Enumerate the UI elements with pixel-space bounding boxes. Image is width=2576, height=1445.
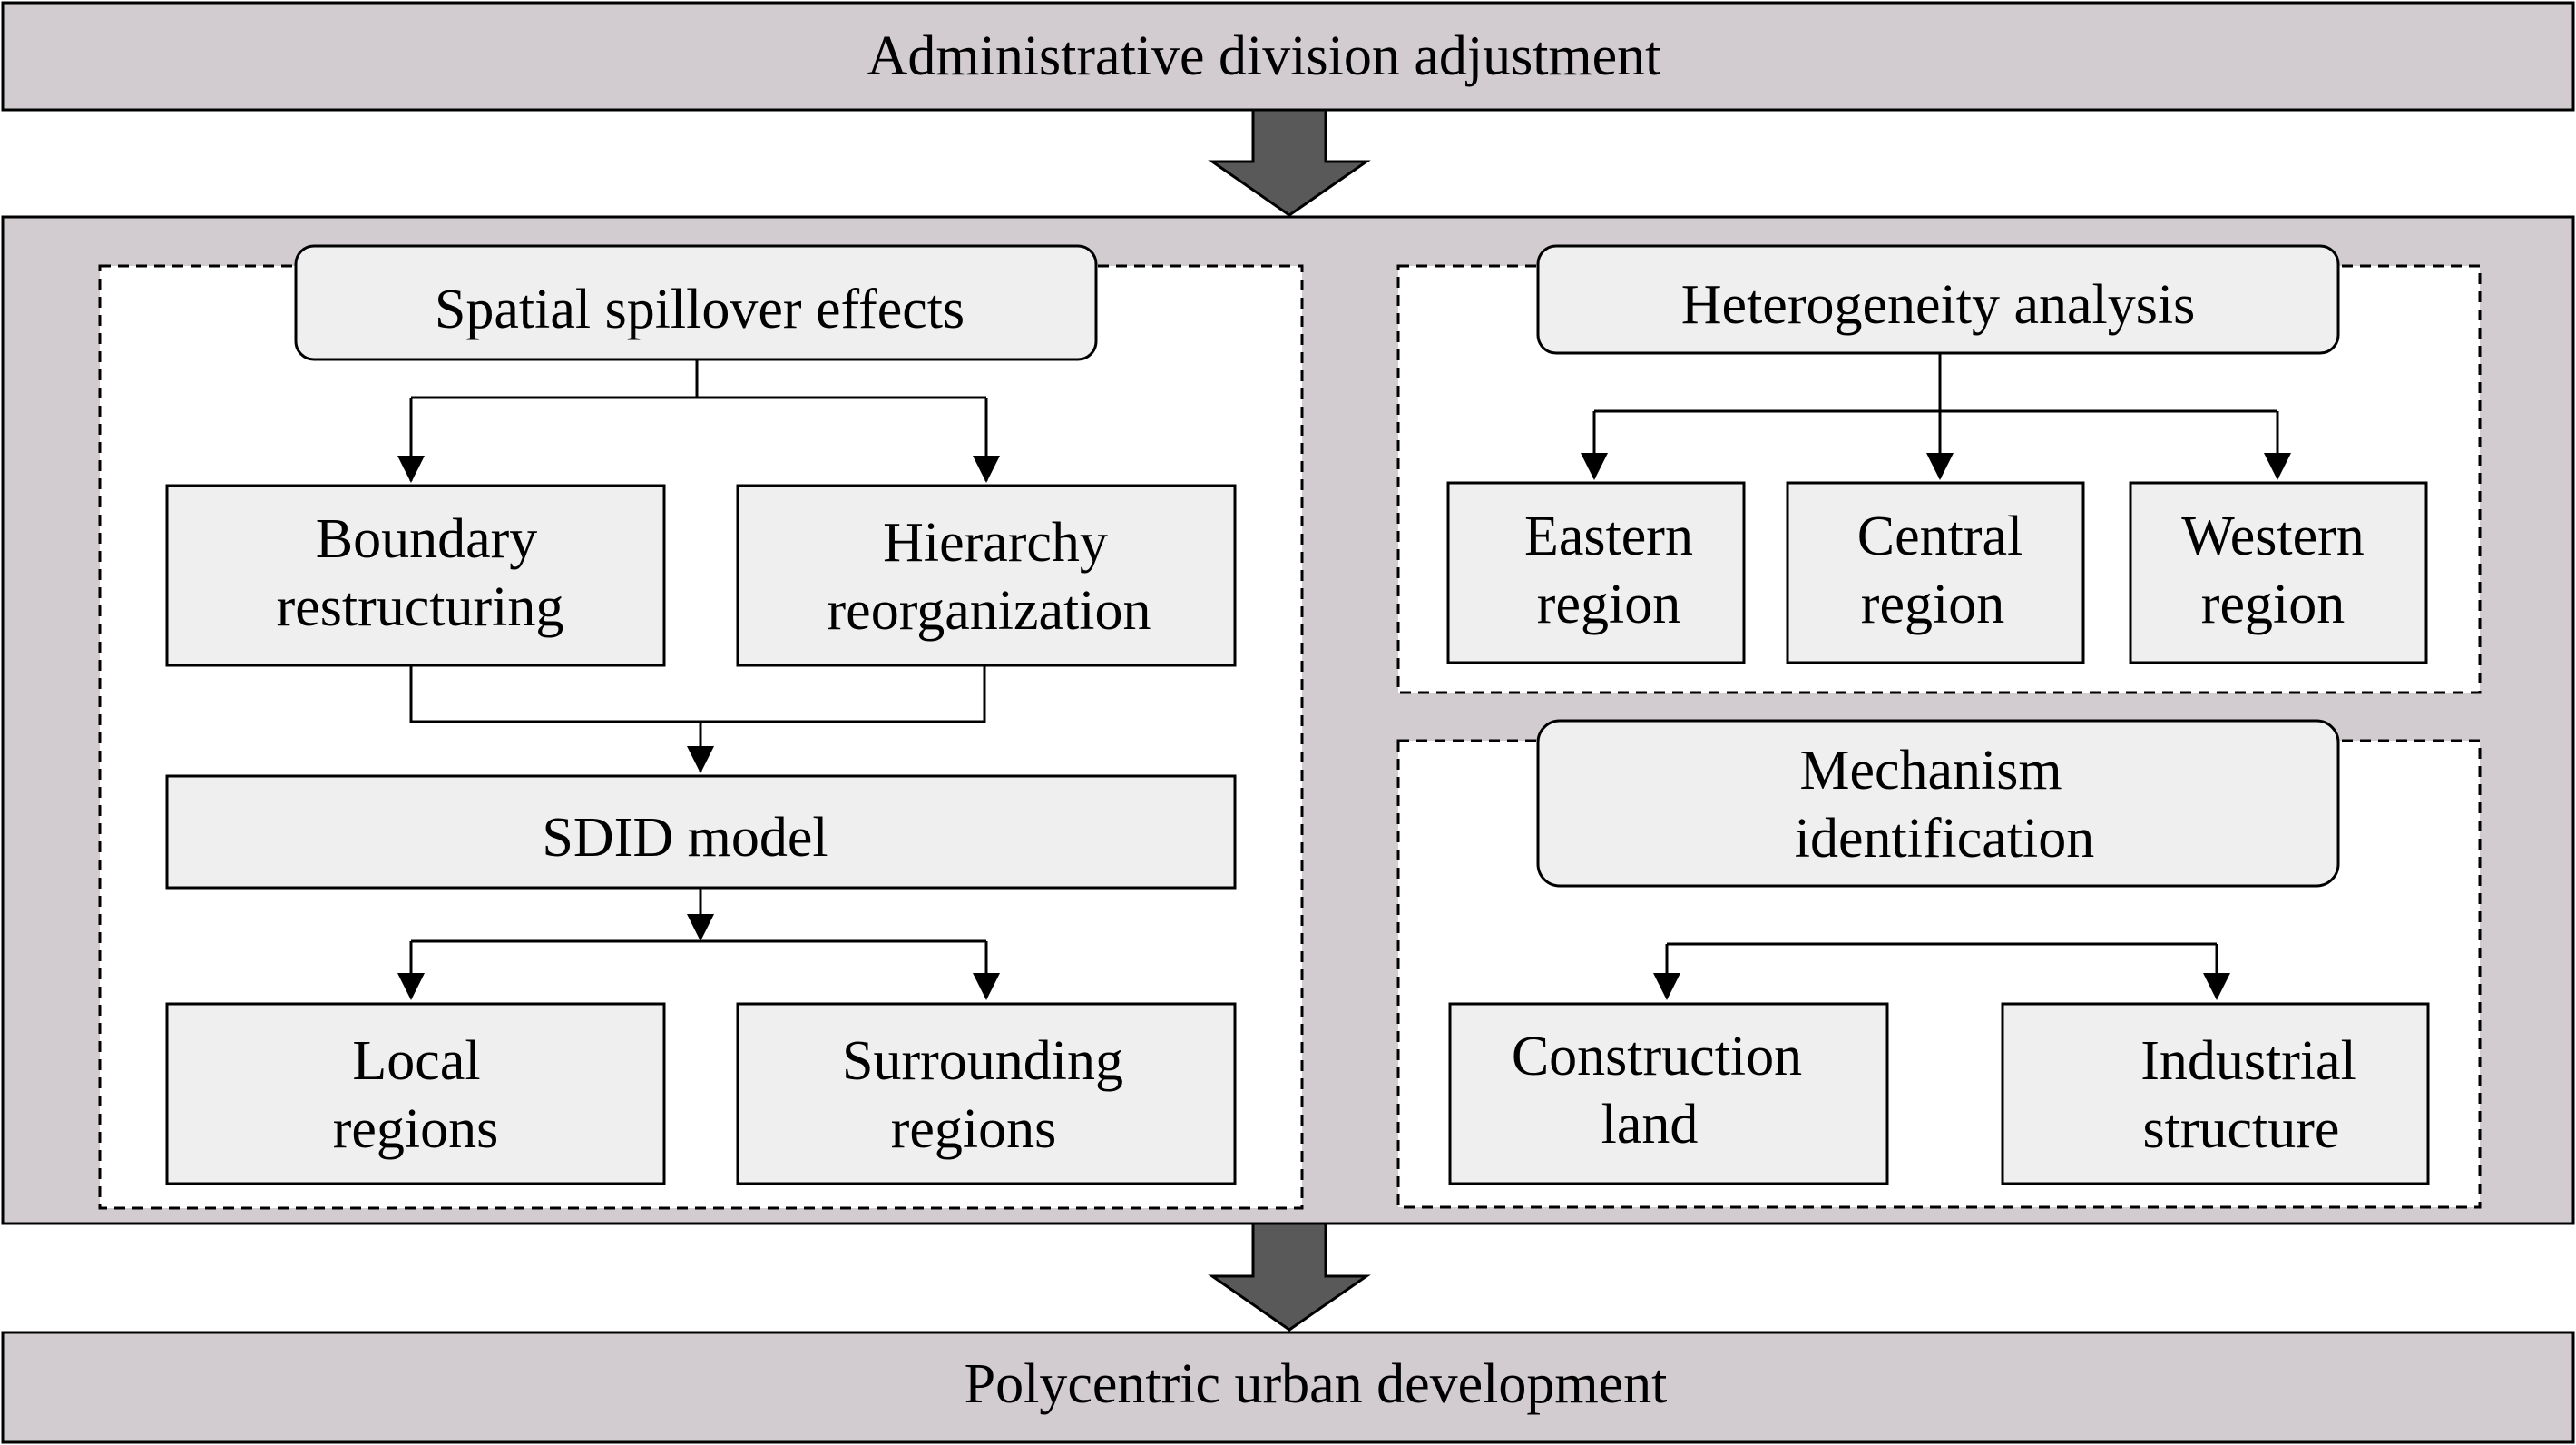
surrounding-line2: regions bbox=[891, 1098, 1057, 1160]
eastern-line2: region bbox=[1537, 574, 1680, 635]
surrounding-box bbox=[736, 1002, 1237, 1185]
hierarchy-box bbox=[736, 484, 1237, 667]
industrial-line1: Industrial bbox=[2140, 1030, 2356, 1092]
spillover-title: Spatial spillover effects bbox=[435, 279, 965, 340]
mechanism-title-line1: Mechanism bbox=[1799, 740, 2062, 801]
heterogeneity-title-box bbox=[1536, 244, 2340, 355]
hierarchy-line2: reorganization bbox=[828, 580, 1151, 642]
boundary-box bbox=[165, 484, 666, 667]
eastern-line1: Eastern bbox=[1524, 506, 1693, 567]
heterogeneity-title: Heterogeneity analysis bbox=[1681, 274, 2195, 336]
top-banner-label: Administrative division adjustment bbox=[867, 25, 1661, 87]
local-line2: regions bbox=[333, 1098, 499, 1160]
industrial-line2: structure bbox=[2143, 1098, 2340, 1160]
surrounding-line1: Surrounding bbox=[842, 1030, 1123, 1092]
construction-line1: Construction bbox=[1512, 1026, 1802, 1087]
construction-box bbox=[1448, 1002, 1889, 1185]
mechanism-panel: Mechanism identification Construction la… bbox=[1396, 719, 2482, 1209]
down-arrow-top bbox=[1208, 108, 1371, 217]
top-banner: Administrative division adjustment bbox=[1, 1, 2575, 112]
western-box bbox=[2129, 481, 2428, 664]
bottom-banner-box bbox=[1, 1331, 2575, 1444]
model-box bbox=[165, 774, 1237, 890]
mechanism-title-line2: identification bbox=[1795, 808, 2095, 870]
boundary-line1: Boundary bbox=[316, 508, 538, 570]
western-line2: region bbox=[2201, 574, 2345, 635]
down-arrow-bottom bbox=[1208, 1222, 1371, 1332]
heterogeneity-panel: Heterogeneity analysis Eastern region Ce… bbox=[1396, 244, 2482, 694]
connector-title-split bbox=[411, 359, 986, 399]
central-box bbox=[1786, 481, 2085, 664]
model-label: SDID model bbox=[542, 807, 828, 869]
mechanism-title-box bbox=[1536, 719, 2340, 888]
local-line1: Local bbox=[352, 1030, 480, 1092]
local-box bbox=[165, 1002, 666, 1185]
central-line1: Central bbox=[1857, 506, 2023, 567]
industrial-box bbox=[2001, 1002, 2430, 1185]
central-line2: region bbox=[1861, 574, 2004, 635]
construction-line2: land bbox=[1601, 1094, 1699, 1155]
eastern-box bbox=[1446, 481, 1746, 664]
bottom-banner-label: Polycentric urban development bbox=[965, 1353, 1668, 1415]
connector-merge bbox=[409, 665, 986, 723]
boundary-line2: restructuring bbox=[277, 576, 564, 638]
top-banner-box bbox=[1, 1, 2575, 112]
hierarchy-line1: Hierarchy bbox=[883, 512, 1108, 574]
bottom-banner: Polycentric urban development bbox=[1, 1331, 2575, 1444]
western-line1: Western bbox=[2181, 506, 2365, 567]
spillover-panel: Spatial spillover effects Boundary restr… bbox=[98, 244, 1304, 1210]
